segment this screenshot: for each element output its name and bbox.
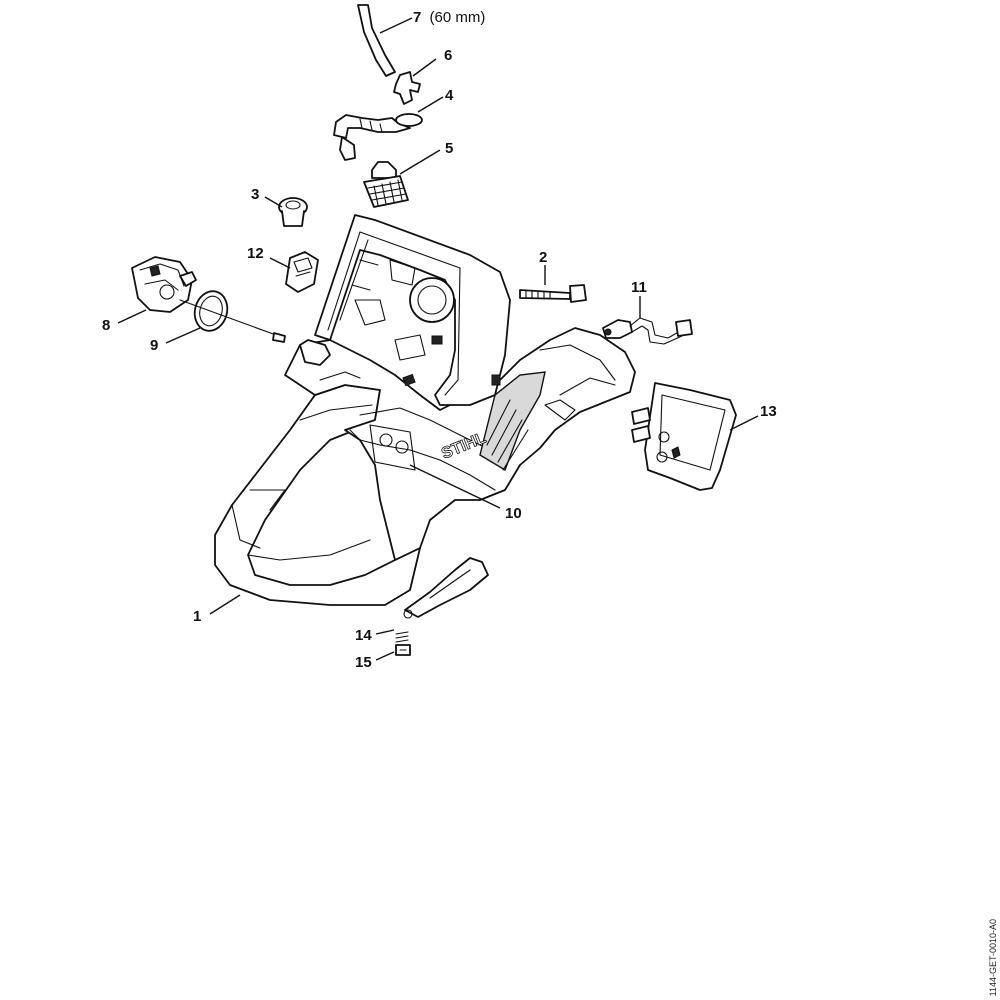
callout-7-note: (60 mm) xyxy=(430,9,486,26)
o-ring-part xyxy=(179,290,286,343)
callout-3: 3 xyxy=(251,186,259,203)
handle-housing-part: STIHL xyxy=(214,214,636,606)
callout-15: 15 xyxy=(355,654,372,671)
leader-1 xyxy=(209,594,241,615)
leader-8 xyxy=(117,309,147,324)
callout-2: 2 xyxy=(539,249,547,266)
screw-part xyxy=(395,644,411,656)
leader-3 xyxy=(264,196,283,208)
cover-plate-part xyxy=(403,557,489,619)
callout-labels: 1 2 3 4 5 6 7 (60 mm) 8 9 10 11 12 13 14… xyxy=(102,9,777,671)
callout-1: 1 xyxy=(193,608,201,625)
callout-9: 9 xyxy=(150,337,158,354)
leader-15 xyxy=(375,651,395,661)
callout-7: 7 (60 mm) xyxy=(413,9,485,26)
grommet-part xyxy=(278,197,308,227)
fuel-filter-part xyxy=(363,161,409,208)
callout-12: 12 xyxy=(247,245,264,262)
side-cover-part xyxy=(631,382,737,491)
leader-14 xyxy=(375,629,395,635)
leader-9 xyxy=(165,327,201,344)
leader-6 xyxy=(412,58,437,77)
callout-11: 11 xyxy=(631,279,647,296)
callout-7-number: 7 xyxy=(413,9,421,26)
impulse-hose-part xyxy=(602,317,693,345)
leader-12 xyxy=(269,257,291,269)
bolt-part xyxy=(519,284,587,303)
callout-8: 8 xyxy=(102,317,110,334)
callout-4: 4 xyxy=(445,87,454,104)
fuel-hose-part xyxy=(333,113,423,161)
fitting-part xyxy=(393,71,421,105)
hose-part xyxy=(357,4,396,77)
callout-5: 5 xyxy=(445,140,453,157)
leader-10 xyxy=(409,464,501,509)
callout-6: 6 xyxy=(444,47,452,64)
leader-7 xyxy=(379,17,413,34)
spring-washer-part xyxy=(395,631,409,643)
leader-5 xyxy=(399,149,441,175)
document-id: 1144-GET-0010-A0 xyxy=(988,918,998,996)
valve-assembly-part xyxy=(131,256,197,313)
leader-4 xyxy=(417,96,444,113)
callout-10: 10 xyxy=(505,505,522,522)
callout-14: 14 xyxy=(355,627,372,644)
callout-leaders xyxy=(117,17,759,661)
damper-block-part xyxy=(285,251,319,293)
callout-13: 13 xyxy=(760,403,777,420)
leader-13 xyxy=(729,415,759,431)
